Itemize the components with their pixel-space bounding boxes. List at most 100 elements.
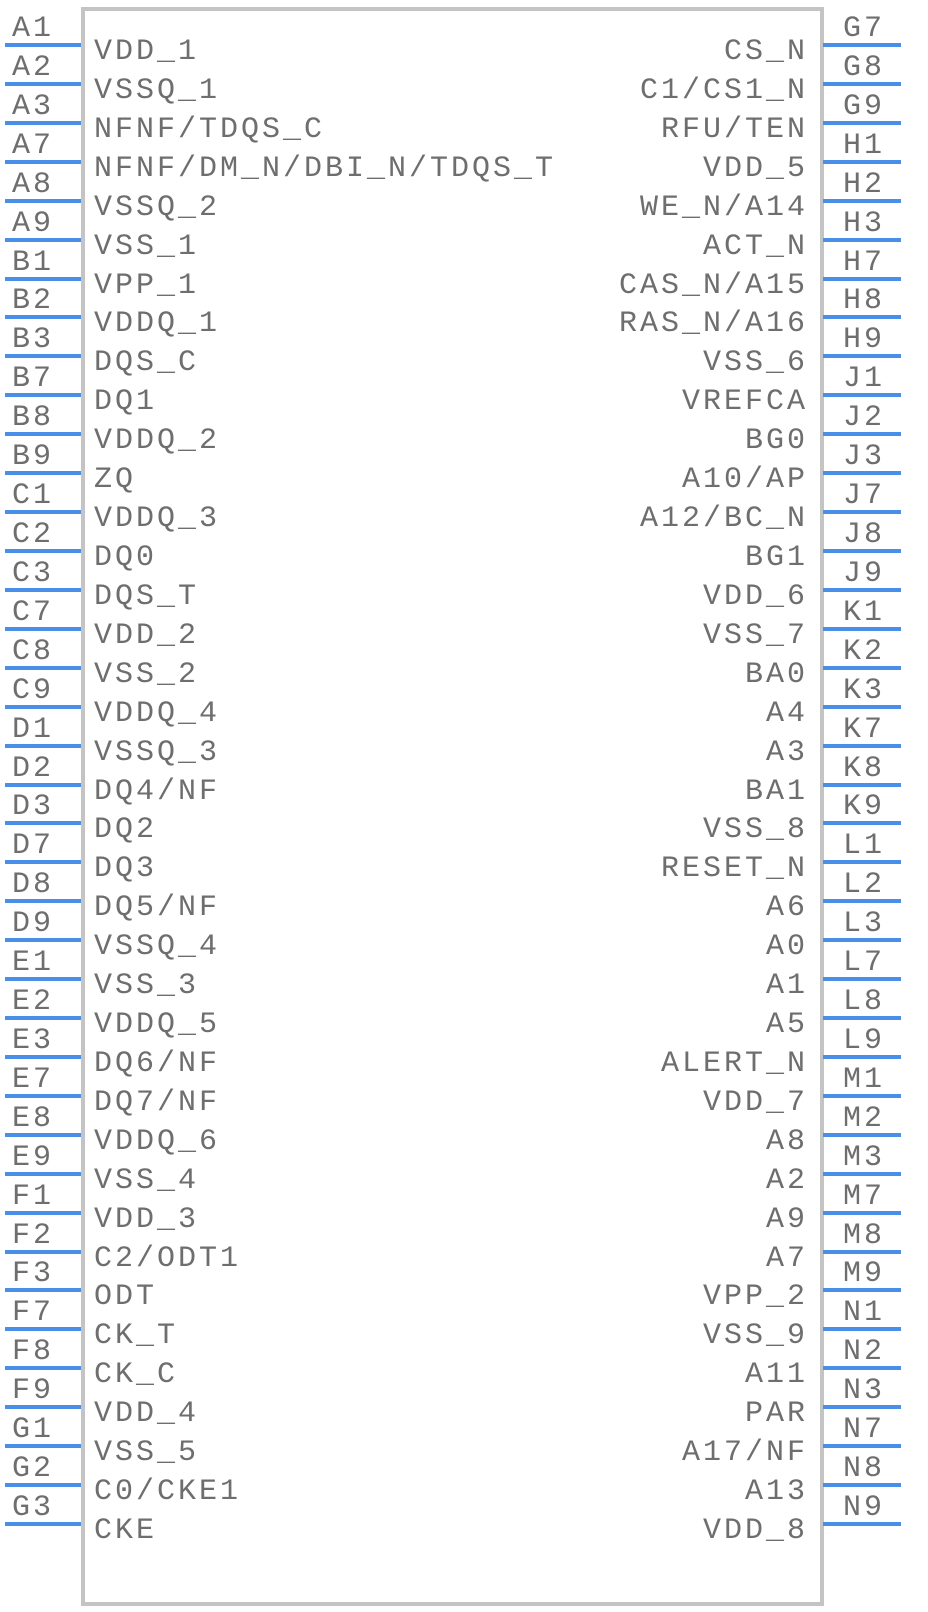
pin-number: G2 <box>12 1452 55 1487</box>
pin-name: RESET_N <box>660 852 808 887</box>
pin-number: L7 <box>843 946 886 981</box>
pin-line-left <box>5 1444 81 1449</box>
pin-number: L3 <box>843 907 886 942</box>
pin-name: ZQ <box>94 463 137 498</box>
pin-name: VSS_8 <box>702 813 808 848</box>
pin-number: L8 <box>843 985 886 1020</box>
pin-number: D1 <box>12 712 55 747</box>
pin-number: F7 <box>12 1296 55 1331</box>
pin-number: H7 <box>843 245 886 280</box>
pin-line-right <box>823 977 901 982</box>
pin-name: DQ0 <box>94 540 158 575</box>
pin-number: H1 <box>843 128 886 163</box>
pin-line-left <box>5 43 81 47</box>
pin-number: F8 <box>12 1335 55 1370</box>
pin-number: C9 <box>12 673 55 708</box>
pin-line-right <box>823 1327 901 1332</box>
pin-line-right <box>823 821 901 826</box>
pin-line-left <box>5 1210 81 1215</box>
pin-name: VSSQ_2 <box>94 190 221 225</box>
pin-name: VSS_4 <box>94 1163 200 1198</box>
pin-name: PAR <box>744 1397 808 1432</box>
pin-name: A11 <box>744 1358 808 1393</box>
pin-number: A3 <box>12 89 55 124</box>
pin-line-left <box>5 860 81 865</box>
pin-name: VDD_1 <box>94 35 200 69</box>
pin-name: VSS_1 <box>94 229 200 264</box>
pin-name: A12/BC_N <box>639 502 808 537</box>
pin-number: D2 <box>12 751 55 786</box>
pin-number: K8 <box>843 751 886 786</box>
pin-line-left <box>5 471 81 476</box>
pin-number: N2 <box>843 1335 886 1370</box>
pin-number: J2 <box>843 401 886 436</box>
pin-line-left <box>5 1288 81 1293</box>
pin-name: VSS_6 <box>702 346 808 381</box>
pin-line-left <box>5 1016 81 1021</box>
pin-number: E8 <box>12 1101 55 1136</box>
pin-line-left <box>5 237 81 242</box>
pin-name: C0/CKE1 <box>94 1475 242 1510</box>
pin-number: N1 <box>843 1296 886 1331</box>
pin-number: A8 <box>12 167 55 202</box>
pin-line-right <box>823 393 901 398</box>
pin-number: A7 <box>12 128 55 163</box>
pin-line-left <box>5 626 81 631</box>
pin-number: B1 <box>12 245 55 280</box>
pin-line-left <box>5 1522 81 1526</box>
pin-name: ODT <box>94 1280 158 1315</box>
pin-line-left <box>5 159 81 164</box>
pin-name: C2/ODT1 <box>94 1241 242 1276</box>
pin-line-left <box>5 1483 81 1488</box>
pin-name: NFNF/TDQS_C <box>94 112 326 147</box>
pin-name: A6 <box>765 891 808 926</box>
pin-number: C7 <box>12 595 55 630</box>
pin-line-right <box>823 626 901 631</box>
pin-name: DQ7/NF <box>94 1085 221 1120</box>
pin-line-right <box>823 1483 901 1488</box>
pin-number: G1 <box>12 1413 55 1448</box>
pin-number: L1 <box>843 829 886 864</box>
pin-number: G7 <box>843 12 886 46</box>
pin-number: H8 <box>843 284 886 319</box>
pin-number: J9 <box>843 556 886 591</box>
pin-line-right <box>823 1522 901 1526</box>
pin-name: A1 <box>765 969 808 1004</box>
pin-name: VDD_8 <box>702 1514 808 1548</box>
pin-line-right <box>823 1054 901 1059</box>
pin-name: BG0 <box>744 424 808 459</box>
pin-number: K2 <box>843 634 886 669</box>
pin-line-right <box>823 43 901 47</box>
pin-number: B8 <box>12 401 55 436</box>
pin-name: VREFCA <box>681 385 808 420</box>
pin-name: VPP_2 <box>702 1280 808 1315</box>
pin-line-left <box>5 665 81 670</box>
pin-line-right <box>823 198 901 203</box>
pin-number: A9 <box>12 206 55 241</box>
pin-name: VSSQ_3 <box>94 735 221 770</box>
pin-number: N3 <box>843 1374 886 1409</box>
pin-line-right <box>823 860 901 865</box>
pin-name: WE_N/A14 <box>639 190 808 225</box>
pin-line-right <box>823 1132 901 1137</box>
pin-number: J7 <box>843 479 886 514</box>
pin-line-left <box>5 432 81 437</box>
pin-name: BG1 <box>744 540 808 575</box>
pin-line-right <box>823 432 901 437</box>
pin-name: A5 <box>765 1008 808 1043</box>
pin-name: A17/NF <box>681 1436 808 1471</box>
pin-line-left <box>5 120 81 125</box>
pin-line-left <box>5 1093 81 1098</box>
pin-name: CK_T <box>94 1319 179 1354</box>
pin-name: VSS_9 <box>702 1319 808 1354</box>
pin-line-right <box>823 315 901 320</box>
pin-line-left <box>5 938 81 943</box>
pin-name: VPP_1 <box>94 268 200 303</box>
pin-line-right <box>823 1444 901 1449</box>
pin-number: J8 <box>843 517 886 552</box>
pin-line-left <box>5 977 81 982</box>
pin-line-right <box>823 665 901 670</box>
pin-number: F2 <box>12 1218 55 1253</box>
pin-number: G9 <box>843 89 886 124</box>
pin-name: A9 <box>765 1202 808 1237</box>
